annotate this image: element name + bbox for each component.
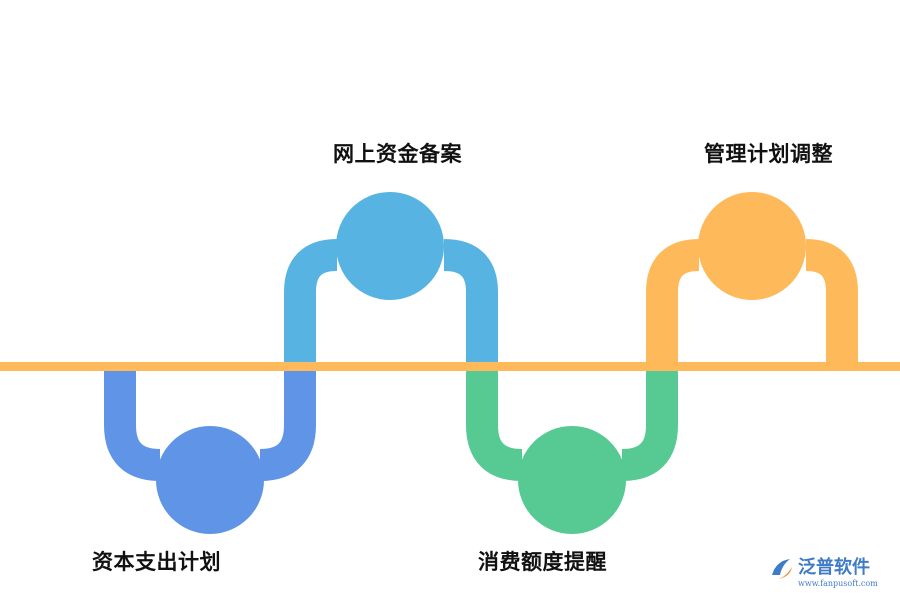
watermark-url: www.fanpusoft.com (798, 579, 878, 588)
step-3-loop (466, 370, 678, 481)
step-3-circle (518, 426, 626, 534)
timeline-line (0, 362, 900, 371)
step-3-label: 消费额度提醒 (478, 550, 607, 574)
step-2-label: 网上资金备案 (333, 142, 462, 166)
step-2-circle (336, 192, 444, 300)
step-4-label: 管理计划调整 (704, 142, 833, 166)
step-4-loop (646, 239, 858, 370)
step-1-label: 资本支出计划 (92, 550, 221, 574)
step-4-circle (698, 192, 806, 300)
brand-logo-icon (772, 559, 792, 579)
step-1-loop (104, 370, 316, 481)
watermark: 泛普软件 www.fanpusoft.com (768, 551, 898, 595)
watermark-brand: 泛普软件 (798, 557, 870, 578)
step-2-loop (284, 239, 498, 370)
step-1-circle (156, 426, 264, 534)
